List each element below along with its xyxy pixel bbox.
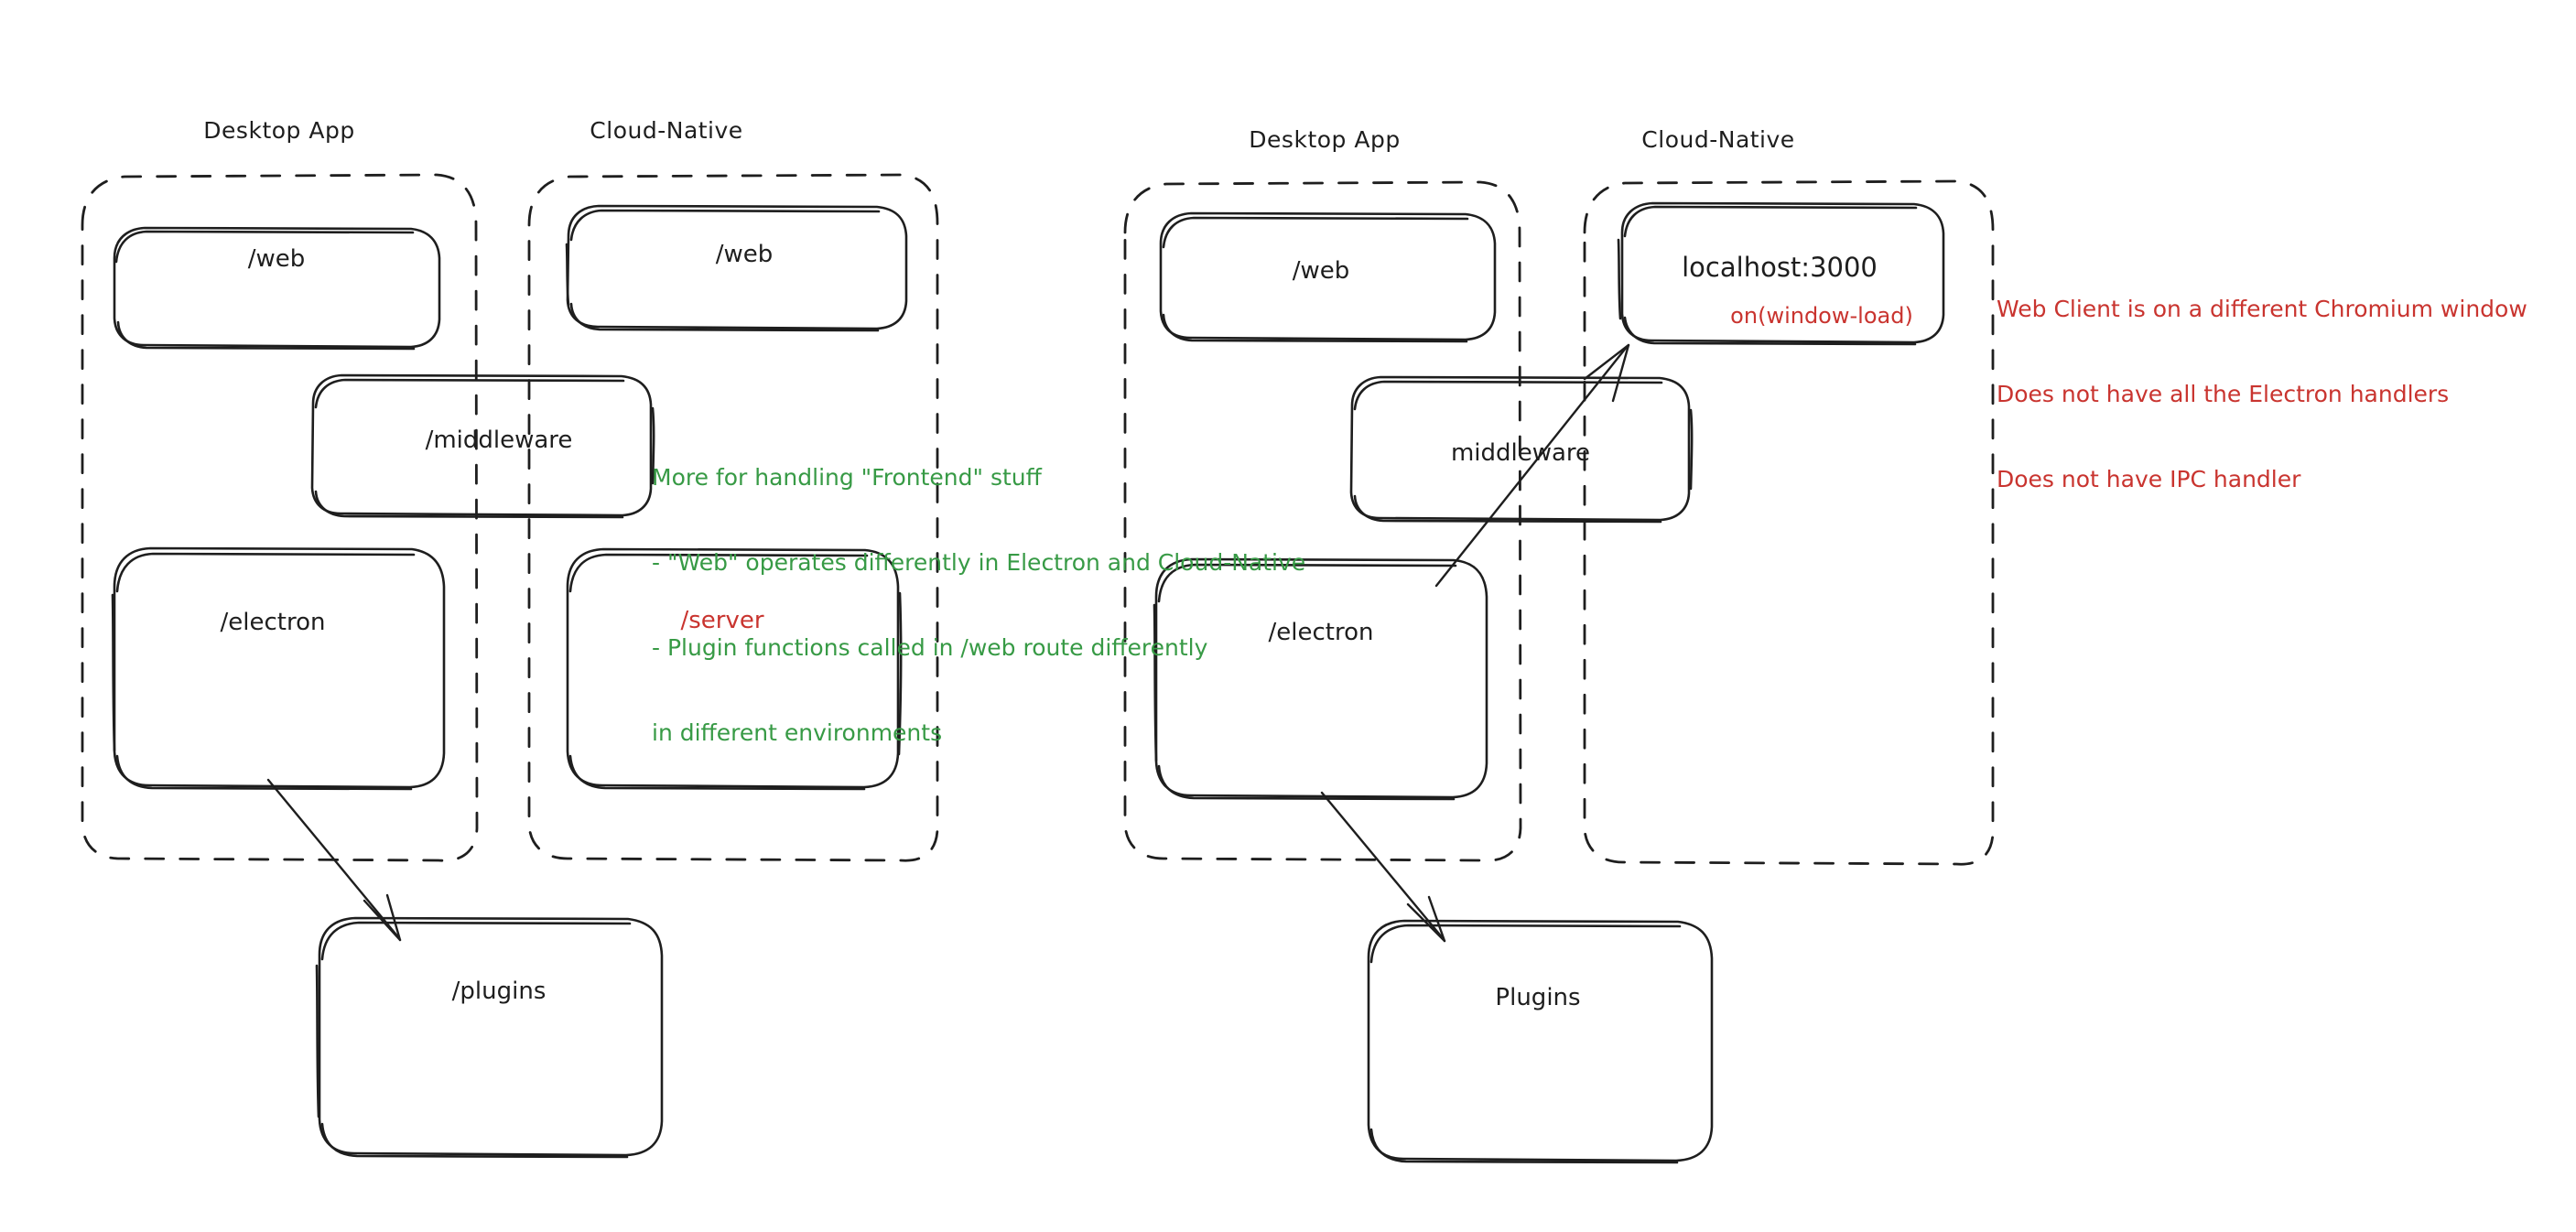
arrow-electron-to-plugins-left [266, 778, 402, 942]
group-label-desktop-app-left: Desktop App [203, 117, 355, 144]
annotation-red-line-1: Web Client is on a different Chromium wi… [1997, 296, 2527, 322]
box-label-server-left: /server [680, 607, 764, 634]
box-electron-left [111, 546, 446, 791]
group-desktop-app-left [81, 173, 479, 862]
group-cloud-native-right [1583, 179, 1995, 866]
annotation-red-line-2: Does not have all the Electron handlers [1997, 381, 2450, 407]
annotation-green-note: More for handling "Frontend" stuff - "We… [652, 406, 1305, 804]
box-label-localhost-3000: localhost:3000 [1682, 252, 1878, 283]
box-label-electron-left: /electron [220, 609, 326, 636]
box-plugins-right [1367, 919, 1714, 1164]
annotation-green-line-2: - "Web" operates differently in Electron… [652, 549, 1306, 576]
arrow-electron-to-plugins-right [1320, 791, 1446, 943]
box-label-localhost-3000-sublabel: on(window-load) [1730, 303, 1913, 329]
annotation-red-line-3: Does not have IPC handler [1997, 466, 2301, 492]
annotation-green-line-4: in different environments [652, 719, 943, 746]
group-label-cloud-native-right: Cloud-Native [1641, 126, 1795, 153]
box-label-middleware-right: middleware [1450, 439, 1591, 467]
group-label-desktop-app-right: Desktop App [1249, 126, 1401, 153]
group-label-cloud-native-left: Cloud-Native [590, 117, 743, 144]
box-plugins-left [315, 916, 664, 1159]
box-label-web-left-cloud: /web [715, 241, 774, 268]
box-label-web-left-desktop: /web [247, 245, 306, 273]
annotation-red-note: Web Client is on a different Chromium wi… [1997, 238, 2527, 550]
box-label-plugins-right: Plugins [1495, 984, 1581, 1011]
box-web-left-cloud [565, 204, 908, 332]
box-label-electron-right: /electron [1268, 619, 1374, 646]
box-label-middleware-left: /middleware [425, 427, 573, 454]
annotation-green-line-3: - Plugin functions called in /web route … [652, 634, 1208, 661]
box-label-plugins-left: /plugins [451, 978, 547, 1005]
box-label-web-right-desktop: /web [1292, 257, 1350, 285]
annotation-green-line-1: More for handling "Frontend" stuff [652, 464, 1042, 491]
